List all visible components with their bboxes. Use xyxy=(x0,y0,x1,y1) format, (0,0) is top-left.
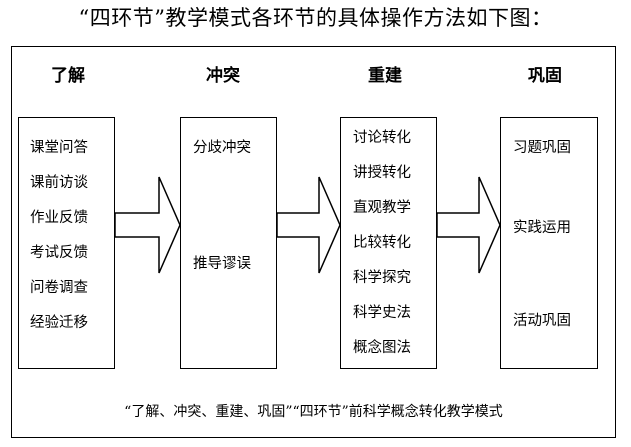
stage-title-liaojie: 了解 xyxy=(51,66,85,86)
stage-item: 活动巩固 xyxy=(513,313,571,329)
stage-item: 问卷调查 xyxy=(30,280,88,296)
stage-item: 习题巩固 xyxy=(513,140,571,156)
stage-item: 科学史法 xyxy=(353,305,411,321)
diagram-frame xyxy=(11,46,616,438)
stage-item: 概念图法 xyxy=(353,340,411,356)
stage-title-chongtu: 冲突 xyxy=(206,66,240,86)
stage-box-liaojie: 课堂问答 课前访谈 作业反馈 考试反馈 问卷调查 经验迁移 xyxy=(18,117,115,369)
stage-box-gonggu: 习题巩固 实践运用 活动巩固 xyxy=(500,117,598,369)
stage-item: 作业反馈 xyxy=(30,210,88,226)
stage-item: 课堂问答 xyxy=(30,140,88,156)
stage-item: 课前访谈 xyxy=(30,175,88,191)
stage-item: 科学探究 xyxy=(353,270,411,286)
stage-item: 考试反馈 xyxy=(30,245,88,261)
stage-box-chongjian: 讨论转化 讲授转化 直观教学 比较转化 科学探究 科学史法 概念图法 xyxy=(340,117,437,369)
stage-item: 推导谬误 xyxy=(193,256,251,272)
arrow-right-icon xyxy=(114,176,181,274)
stage-box-chongtu: 分歧冲突 推导谬误 xyxy=(180,117,277,369)
stage-item: 经验迁移 xyxy=(30,315,88,331)
stage-item: 讨论转化 xyxy=(353,130,411,146)
stage-item: 比较转化 xyxy=(353,235,411,251)
arrow-right-icon xyxy=(276,176,341,274)
diagram-caption: “了解、冲突、重建、巩固”“四环节”前科学概念转化教学模式 xyxy=(124,404,503,420)
stage-item: 讲授转化 xyxy=(353,165,411,181)
stage-title-gonggu: 巩固 xyxy=(528,66,562,86)
stage-item: 分歧冲突 xyxy=(193,140,251,156)
arrow-right-icon xyxy=(436,176,501,274)
stage-item: 实践运用 xyxy=(513,220,571,236)
intro-heading: “四环节”教学模式各环节的具体操作方法如下图： xyxy=(78,6,553,30)
stage-title-chongjian: 重建 xyxy=(368,66,402,86)
stage-item: 直观教学 xyxy=(353,200,411,216)
